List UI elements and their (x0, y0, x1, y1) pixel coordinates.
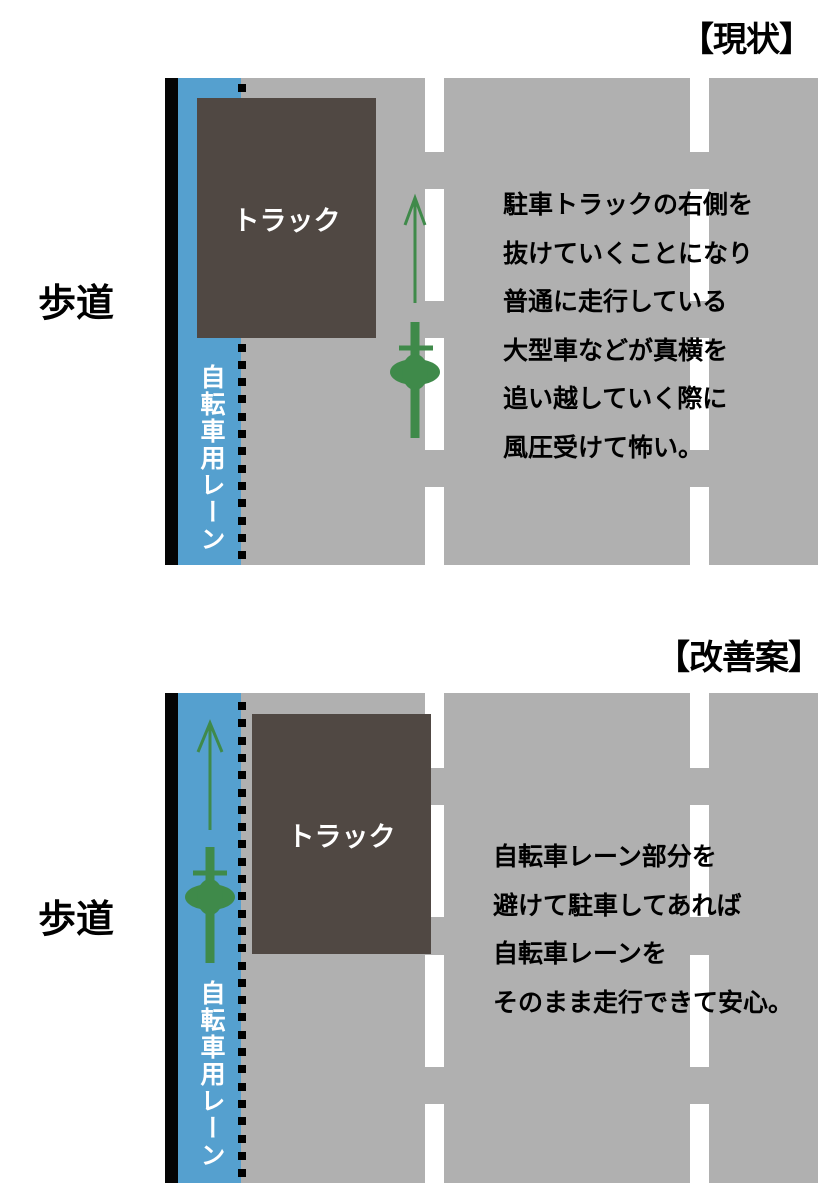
bike-lane-boundary-dot (238, 1048, 246, 1056)
truck-label: トラック (287, 821, 396, 853)
lane-marking (690, 805, 709, 917)
lane-marking (425, 487, 444, 565)
sidewalk-label: 歩道 (38, 281, 115, 325)
current-situation-title: 【現状】 (680, 20, 813, 60)
description-line: 自転車レーン部分を (493, 842, 717, 871)
curb (165, 78, 178, 565)
bike-lane-boundary-dot (238, 1117, 246, 1126)
lane-marking (425, 1104, 444, 1183)
bike-lane-boundary-dot (238, 909, 246, 918)
lane-marking (425, 189, 444, 301)
lane-marking (690, 693, 709, 768)
bike-lane-boundary-dot (238, 447, 246, 456)
bike-lane-boundary-dot (238, 996, 246, 1005)
bike-lane-boundary-dot (238, 875, 246, 883)
bike-lane-label: 自転車用レーン (197, 364, 226, 553)
bike-lane-boundary-dot (238, 481, 246, 490)
description-line: そのまま走行できて安心。 (493, 987, 794, 1017)
bicycle-icon (185, 719, 235, 963)
bike-lane-boundary-dot (238, 944, 246, 953)
bike-lane-boundary-dot (238, 1151, 246, 1160)
bike-lane-boundary-dot (238, 719, 246, 728)
bike-lane-boundary-dot (238, 1082, 246, 1091)
description-line: 自転車レーンを (493, 939, 667, 968)
bicycle-icon (390, 193, 440, 438)
bike-lane-boundary-dot (238, 343, 246, 352)
bike-lane-boundary-dot (238, 857, 246, 866)
curb (165, 693, 178, 1183)
description-line: 駐車トラックの右側を (503, 190, 754, 219)
bike-lane-boundary-dot (238, 1030, 246, 1039)
lane-marking (690, 189, 709, 301)
bike-lane-boundary-dot (238, 551, 246, 560)
bike-lane-boundary-dot (238, 1099, 246, 1108)
bike-lane-boundary-dot (238, 378, 246, 387)
bike-lane-boundary-dot (238, 1013, 246, 1022)
bike-lane-boundary-dot (238, 464, 246, 473)
description-line: 風圧受けて怖い。 (503, 432, 704, 462)
description-line: 追い越していく際に (503, 384, 728, 413)
bike-lane-boundary-dot (238, 516, 246, 525)
bike-lane-boundary-dot (238, 840, 246, 849)
bike-lane-boundary-dot (238, 1134, 246, 1143)
sidewalk-label: 歩道 (38, 897, 115, 941)
bike-lane-boundary-dot (238, 533, 246, 542)
lane-marking (690, 1104, 709, 1183)
proposal-title: 【改善案】 (656, 638, 822, 678)
description-line: 普通に走行している (503, 287, 728, 316)
bike-lane-boundary-dot (238, 395, 246, 404)
bike-lane-boundary-dot (238, 84, 246, 92)
bike-lane-label: 自転車用レーン (197, 980, 226, 1169)
bike-lane-boundary-dot (238, 1065, 246, 1074)
description-line: 抜けていくことになり (503, 238, 754, 268)
bike-lane-boundary-dot (238, 360, 246, 369)
proposal-description: 自転車レーン部分を 避けて駐車してあれば 自転車レーンを そのまま走行できて安心… (493, 833, 793, 1027)
parked-truck: トラック (197, 98, 376, 338)
bike-lane-boundary-dot (238, 702, 246, 710)
bike-lane-boundary-dot (238, 823, 246, 832)
bike-lane-boundary-dot (238, 961, 246, 970)
bike-lane-boundary-dot (238, 788, 246, 797)
bike-lane-boundary-dot (238, 805, 246, 814)
bike-lane-boundary-dot (238, 499, 246, 508)
bike-lane-boundary-dot (238, 892, 246, 901)
lane-marking (425, 78, 444, 152)
bike-lane-boundary-dot (238, 978, 246, 987)
parked-truck: トラック (252, 714, 431, 954)
lane-marking (690, 78, 709, 152)
bike-lane-boundary-dot (238, 926, 246, 935)
lane-marking (425, 955, 444, 1067)
description-line: 避けて駐車してあれば (493, 890, 742, 920)
current-description: 駐車トラックの右側を 抜けていくことになり 普通に走行している 大型車などが真横… (503, 181, 753, 472)
bike-lane-boundary-dot (238, 736, 246, 745)
bike-lane-boundary-dot (238, 1169, 246, 1178)
bike-lane-boundary-dot (238, 753, 246, 762)
lane-marking (690, 487, 709, 565)
bike-lane-boundary-dot (238, 430, 246, 438)
bike-lane-boundary-dot (238, 412, 246, 421)
lane-marking (690, 338, 709, 450)
lane-marking (690, 955, 709, 1067)
bike-lane-boundary-dot (238, 771, 246, 780)
truck-label: トラック (232, 205, 341, 237)
description-line: 大型車などが真横を (503, 335, 729, 365)
